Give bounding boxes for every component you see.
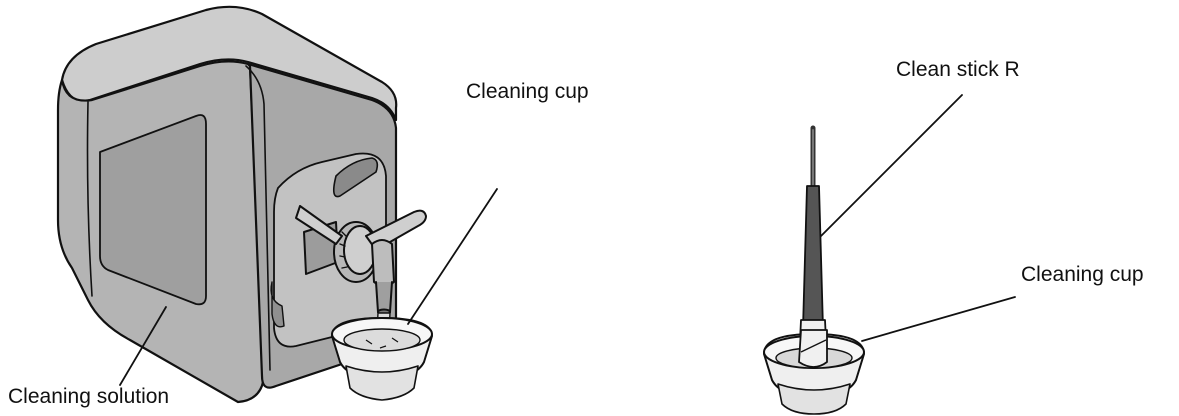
label-clean-stick: Clean stick R xyxy=(896,59,1020,80)
leader-cleaning-cup-right xyxy=(862,297,1015,341)
clean-stick-tip xyxy=(799,330,827,367)
label-cleaning-cup-left: Cleaning cup xyxy=(466,81,589,102)
label-cleaning-cup-right: Cleaning cup xyxy=(1021,264,1144,285)
leader-cleaning-cup-left xyxy=(408,189,497,324)
leader-clean-stick xyxy=(821,95,962,236)
label-cleaning-solution: Cleaning solution xyxy=(8,386,169,407)
cleaning-cup-left xyxy=(332,318,432,400)
